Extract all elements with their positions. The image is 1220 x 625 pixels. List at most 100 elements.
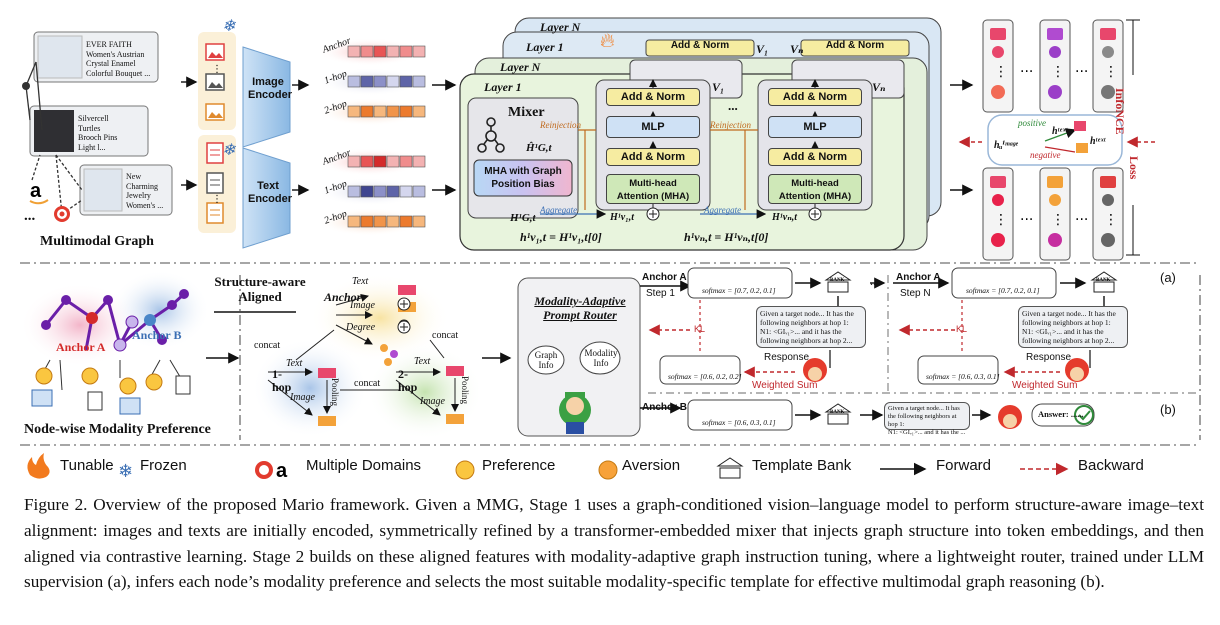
token-cell (386, 155, 400, 168)
token-cell (412, 105, 426, 118)
multimodal-graph-diagram: a (22, 31, 173, 222)
add-norm-top-n: Add & Norm (768, 88, 862, 106)
weighted-sum-1: Weighted Sum (752, 380, 818, 391)
router-anchor-b: Anchor B (642, 402, 687, 413)
softmax-step1: softmax = [0.7, 0.2, 0.1] (702, 286, 776, 295)
layers-ellipsis: ... (728, 98, 738, 113)
token-cell (412, 185, 426, 198)
legend: Tunable Frozen Multiple Domains Preferen… (26, 453, 1196, 483)
legend-bank: Template Bank (752, 457, 852, 474)
h-text-label-1: hᵗᵉˣᵗ (1052, 126, 1068, 137)
h-image-label: hᵤⁱᵐᵃᵍᵉ (994, 140, 1019, 151)
token-cells (347, 45, 426, 228)
kl-label-1: KL (694, 324, 706, 334)
bank-icon-2: BANK (1096, 278, 1111, 283)
svg-text:⋮: ⋮ (994, 212, 1008, 228)
pref-anchor-b: Anchor B (132, 328, 182, 342)
hop2-label: 2-hop (398, 367, 418, 394)
positive-label: positive (1018, 118, 1046, 128)
contrastive-columns: ⋮ ⋮ ⋮ ⋮ ⋮ ⋮ ... ... ... ... (950, 19, 1155, 261)
figure: a ⋮ ⋮ (20, 17, 1201, 483)
svg-text:...: ... (1020, 60, 1033, 76)
token-cell (360, 185, 374, 198)
token-cell (347, 155, 361, 168)
vn-front: Vₙ (872, 80, 886, 94)
token-cell (373, 75, 387, 88)
frozen-icon-text: ❄ (222, 142, 236, 159)
token-cell (373, 185, 387, 198)
frozen-icon: ❄ (222, 18, 236, 35)
add-norm-top-1: Add & Norm (606, 88, 700, 106)
legend-forward: Forward (936, 457, 992, 474)
steps-ellipsis: ... (870, 274, 879, 288)
add-norm-mid-n: Add & Norm (768, 148, 862, 166)
h-text-label-2: hᵗᵉˣᵗ (1090, 136, 1106, 147)
legend-aversion: Aversion (622, 457, 681, 474)
stepn-label: Step N (900, 288, 931, 299)
add-norm-back-1: Add & Norm (670, 40, 730, 51)
svg-text:⋮: ⋮ (212, 64, 222, 75)
figure-drawing: a ⋮ ⋮ (20, 17, 1201, 482)
mixer-hg-hat: Ĥ¹G,t (526, 142, 552, 154)
concat-label-3: concat (354, 378, 381, 389)
aggregate-label-1: Aggregate (540, 205, 578, 215)
answer-label: Answer: ...... (1038, 409, 1084, 419)
token-cell (412, 75, 426, 88)
legend-frozen: Frozen (140, 457, 187, 474)
bank-icon-3: BANK (830, 410, 845, 415)
legend-glyphs: ❄ a (27, 453, 1069, 482)
hop1-image: Image (290, 392, 315, 403)
concat-label-1: concat (254, 340, 281, 351)
layer-1-front: Layer 1 (484, 80, 522, 94)
legend-domains: Multiple Domains (306, 457, 422, 474)
svg-text:⋮: ⋮ (1104, 64, 1118, 80)
svg-text:a: a (276, 460, 288, 482)
token-cell (399, 185, 413, 198)
h-vn-label: H¹vₙ,t (772, 212, 798, 223)
kl-label-2: KL (956, 324, 968, 334)
hop1-text: Text (286, 358, 303, 369)
prompt-box-step1: Given a target node... It has the follow… (756, 306, 866, 348)
svg-text:❄: ❄ (118, 461, 133, 482)
mlp-block-n: MLP (768, 116, 862, 138)
prompt-box-anchor-b: Given a target node... It has the follow… (884, 402, 970, 436)
text-encoder-shape (242, 147, 291, 249)
token-cell (386, 75, 400, 88)
layer-n-back: Layer N (540, 20, 581, 34)
token-cell (373, 215, 387, 228)
router-anchor-a-n: Anchor A (896, 272, 941, 283)
router-panel (517, 277, 692, 437)
svg-text:...: ... (1075, 208, 1088, 224)
v1-back: V₁ (756, 42, 769, 56)
svg-text:...: ... (1075, 60, 1088, 76)
hop2-image: Image (420, 396, 445, 407)
token-cell (347, 105, 361, 118)
hop1-label: 1-hop (272, 367, 292, 394)
token-cell (373, 155, 387, 168)
token-cell (412, 215, 426, 228)
panel-b-label: (b) (1160, 402, 1176, 417)
token-cell (412, 155, 426, 168)
aggregate-label-2: Aggregate (704, 205, 742, 215)
legend-tunable: Tunable (60, 457, 114, 474)
preference-title: Node-wise Modality Preference (24, 422, 211, 437)
legend-preference: Preference (482, 457, 556, 474)
pooling-label-2: Pooling (460, 376, 470, 405)
aligned-diagram (252, 274, 483, 440)
pref-anchor-a: Anchor A (56, 340, 106, 354)
svg-text:⋮: ⋮ (994, 64, 1008, 80)
svg-text:⋮: ⋮ (1104, 212, 1118, 228)
token-cell (347, 185, 361, 198)
aligned-text: Text (352, 276, 369, 287)
image-encoder-shape (242, 46, 291, 148)
svg-text:a: a (30, 180, 42, 202)
input-icon-columns: ⋮ ⋮ (198, 32, 236, 233)
token-cell (373, 45, 387, 58)
mlp-block-1: MLP (606, 116, 700, 138)
modality-info-label: Modality Info (584, 348, 618, 368)
